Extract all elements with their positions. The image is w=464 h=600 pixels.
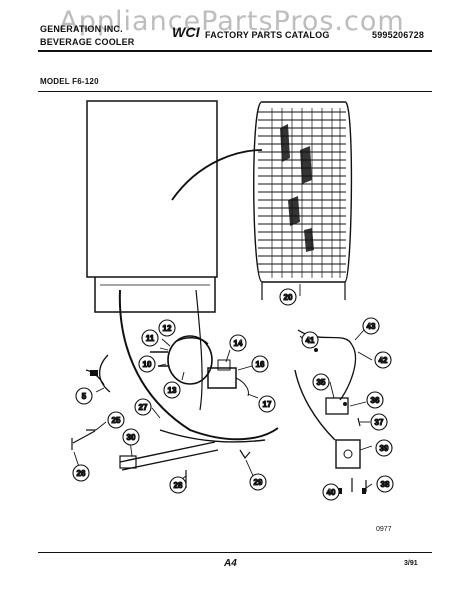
callout-42: 42 <box>374 351 392 369</box>
footer-rule <box>38 552 432 553</box>
callout-38: 38 <box>376 475 394 493</box>
callout-43: 43 <box>362 317 380 335</box>
svg-text:25: 25 <box>112 416 121 425</box>
drawing-code: 0977 <box>376 526 392 533</box>
svg-text:39: 39 <box>380 444 389 453</box>
svg-text:40: 40 <box>327 488 336 497</box>
svg-text:42: 42 <box>379 356 388 365</box>
svg-text:11: 11 <box>146 334 155 343</box>
svg-text:14: 14 <box>234 339 243 348</box>
svg-text:20: 20 <box>284 293 293 302</box>
model-label: MODEL F6-120 <box>40 77 99 86</box>
header-catalog: FACTORY PARTS CATALOG <box>205 30 330 40</box>
svg-text:43: 43 <box>367 322 376 331</box>
svg-text:38: 38 <box>381 480 390 489</box>
svg-text:10: 10 <box>143 360 152 369</box>
svg-text:41: 41 <box>306 336 315 345</box>
svg-text:17: 17 <box>263 400 272 409</box>
callout-40: 40 <box>322 483 340 501</box>
callout-10: 10 <box>138 355 156 373</box>
callout-25: 25 <box>107 411 125 429</box>
header-part-number: 5995206728 <box>372 30 425 40</box>
svg-text:27: 27 <box>139 403 148 412</box>
watermark: AppliancePartsPros.com <box>59 6 405 37</box>
callout-17: 17 <box>258 395 276 413</box>
svg-text:26: 26 <box>77 469 86 478</box>
callout-14: 14 <box>229 334 247 352</box>
thermostat-bracket <box>335 439 361 469</box>
svg-text:5: 5 <box>82 392 87 401</box>
svg-text:28: 28 <box>174 481 183 490</box>
callout-27: 27 <box>134 398 152 416</box>
header-company: GENERATION INC. <box>40 24 123 34</box>
svg-text:13: 13 <box>168 386 177 395</box>
svg-text:29: 29 <box>254 478 263 487</box>
callout-20: 20 <box>279 288 297 306</box>
callout-11: 11 <box>141 329 159 347</box>
header-rule <box>38 50 432 52</box>
callout-12: 12 <box>158 319 176 337</box>
callout-13: 13 <box>163 381 181 399</box>
compressor <box>167 335 213 385</box>
svg-text:12: 12 <box>163 324 172 333</box>
callout-35: 35 <box>312 373 330 391</box>
header-product: BEVERAGE COOLER <box>40 37 135 47</box>
callout-26: 26 <box>72 464 90 482</box>
svg-text:16: 16 <box>256 360 265 369</box>
page-label: A4 <box>224 558 237 569</box>
svg-text:36: 36 <box>371 396 380 405</box>
date-code: 3/91 <box>404 560 418 567</box>
thermostat <box>325 397 349 415</box>
callout-28: 28 <box>169 476 187 494</box>
callout-5: 5 <box>75 387 93 405</box>
svg-text:30: 30 <box>127 433 136 442</box>
callout-29: 29 <box>249 473 267 491</box>
cabinet-outline <box>86 100 218 278</box>
callout-30: 30 <box>122 428 140 446</box>
svg-text:35: 35 <box>317 378 326 387</box>
model-rule <box>38 91 432 92</box>
callout-39: 39 <box>375 439 393 457</box>
callout-41: 41 <box>301 331 319 349</box>
callout-36: 36 <box>366 391 384 409</box>
callout-16: 16 <box>251 355 269 373</box>
relay <box>207 367 237 389</box>
svg-text:37: 37 <box>375 418 384 427</box>
cabinet-base <box>94 277 216 313</box>
callout-37: 37 <box>370 413 388 431</box>
brand-logo: WCI <box>172 24 200 40</box>
